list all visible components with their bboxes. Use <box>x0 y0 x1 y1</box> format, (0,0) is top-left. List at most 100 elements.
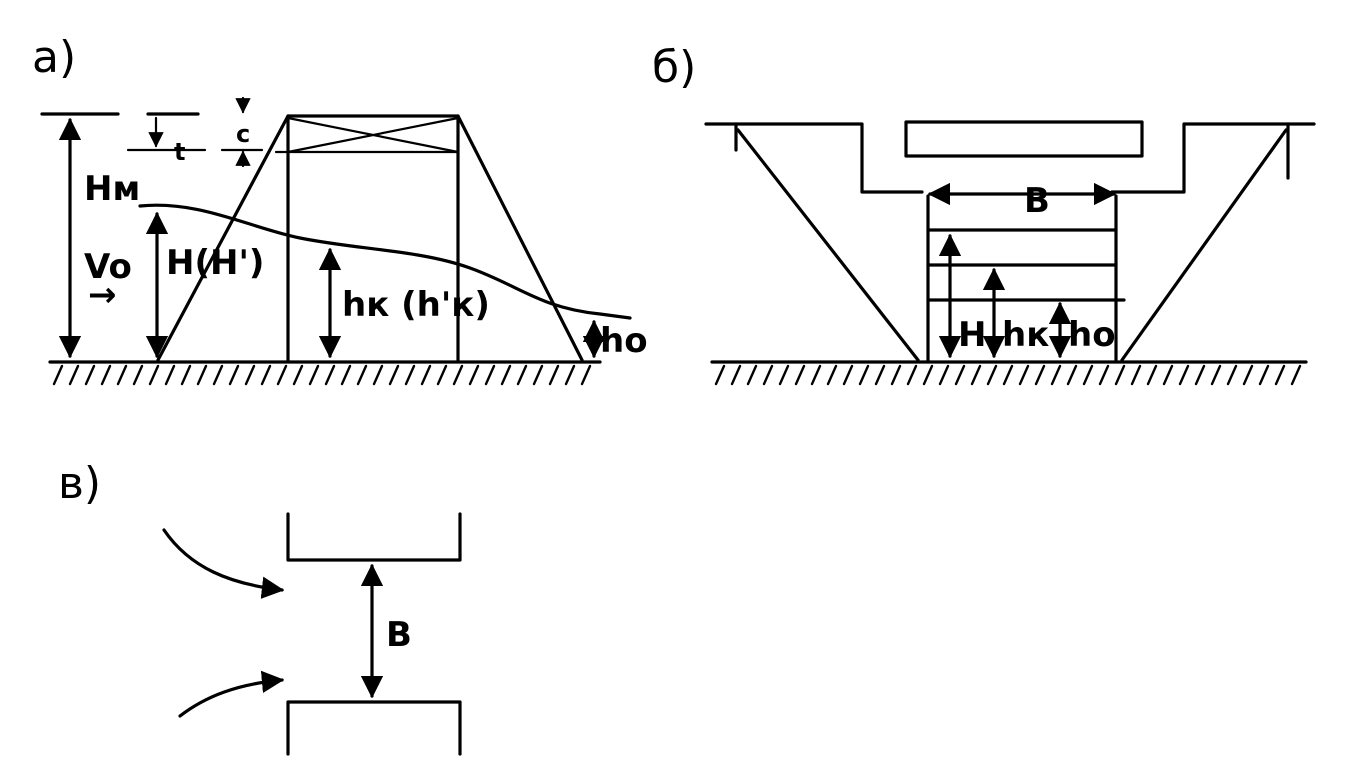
hatch-mark <box>842 364 854 386</box>
panel-c-flow-arrow-lower <box>178 670 285 718</box>
hatch-mark <box>762 364 774 386</box>
hatch-mark <box>922 364 934 386</box>
hatch-mark <box>516 364 528 386</box>
panel-a-t-label: t <box>174 138 185 166</box>
hatch-mark <box>1130 364 1142 386</box>
hatch-mark <box>532 364 544 386</box>
hatch-mark <box>986 364 998 386</box>
hatch-mark <box>564 364 576 386</box>
panel-a: a) Hм Vo → t c <box>32 32 648 386</box>
hatch-mark <box>874 364 886 386</box>
hatch-mark <box>810 364 822 386</box>
hatch-mark <box>1194 364 1206 386</box>
hatch-mark <box>1018 364 1030 386</box>
hatch-mark <box>1098 364 1110 386</box>
hatch-mark <box>388 364 400 386</box>
hatch-mark <box>794 364 806 386</box>
hatch-mark <box>164 364 176 386</box>
hatch-mark <box>100 364 112 386</box>
panel-b-b-label: B <box>1024 181 1050 221</box>
hatch-mark <box>292 364 304 386</box>
panel-a-ground-hatching <box>52 364 592 386</box>
hatch-mark <box>356 364 368 386</box>
hatch-mark <box>228 364 240 386</box>
panel-b-left-slope <box>736 128 920 362</box>
hatch-mark <box>276 364 288 386</box>
panel-c-flow-arrow-upper <box>162 528 285 599</box>
hatch-mark <box>1274 364 1286 386</box>
panel-c-lower-abutment <box>286 700 462 756</box>
panel-c-upper-abutment <box>286 512 462 562</box>
panel-b: б) B H hк ho <box>652 42 1316 386</box>
hatch-mark <box>778 364 790 386</box>
panel-c-b-label: B <box>386 615 412 655</box>
hatch-mark <box>452 364 464 386</box>
hatch-mark <box>1210 364 1222 386</box>
hatch-mark <box>196 364 208 386</box>
hatch-mark <box>1242 364 1254 386</box>
hatch-mark <box>116 364 128 386</box>
panel-a-flow-arrow: → <box>88 275 117 315</box>
hatch-mark <box>858 364 870 386</box>
hatch-mark <box>340 364 352 386</box>
hatch-mark <box>1114 364 1126 386</box>
panel-a-water-surface-curve <box>138 203 632 320</box>
hatch-mark <box>714 364 726 386</box>
panel-a-embankment-outline <box>156 114 584 362</box>
panel-a-c-label: c <box>236 120 250 148</box>
hatch-mark <box>484 364 496 386</box>
hatch-mark <box>84 364 96 386</box>
hatch-mark <box>906 364 918 386</box>
hatch-mark <box>1258 364 1270 386</box>
hatch-mark <box>1082 364 1094 386</box>
hatch-mark <box>1290 364 1302 386</box>
hatch-mark <box>260 364 272 386</box>
hatch-mark <box>826 364 838 386</box>
hatch-mark <box>372 364 384 386</box>
panel-c: в) B <box>58 458 462 756</box>
panel-a-truss-diagonal-2 <box>286 116 460 154</box>
hatch-mark <box>890 364 902 386</box>
panel-b-ground-hatching <box>714 364 1302 386</box>
hatch-mark <box>548 364 560 386</box>
hatch-mark <box>148 364 160 386</box>
hatch-mark <box>1146 364 1158 386</box>
hatch-mark <box>132 364 144 386</box>
hatch-mark <box>1226 364 1238 386</box>
hatch-mark <box>212 364 224 386</box>
hatch-mark <box>180 364 192 386</box>
hatch-mark <box>1050 364 1062 386</box>
hatch-mark <box>404 364 416 386</box>
hatch-mark <box>1034 364 1046 386</box>
panel-a-hm-label: Hм <box>84 169 140 209</box>
panel-b-hk-label: hк <box>1002 315 1049 355</box>
hatch-mark <box>1002 364 1014 386</box>
hatch-mark <box>436 364 448 386</box>
hatch-mark <box>938 364 950 386</box>
panel-b-left-bank-outline <box>704 122 924 194</box>
hatch-mark <box>580 364 592 386</box>
hatch-mark <box>730 364 742 386</box>
panel-b-h-label: H <box>958 315 986 355</box>
panel-a-v0-label: Vo <box>84 247 132 287</box>
panel-b-bridge-deck <box>904 120 1144 158</box>
hatch-mark <box>324 364 336 386</box>
hatch-mark <box>746 364 758 386</box>
hatch-mark <box>500 364 512 386</box>
panel-a-h0-label: ho <box>600 321 648 361</box>
hatch-mark <box>244 364 256 386</box>
panel-a-label: a) <box>32 32 76 83</box>
hatch-mark <box>1066 364 1078 386</box>
panel-a-hk-label: hк (h'к) <box>342 285 490 325</box>
hatch-mark <box>52 364 64 386</box>
hatch-mark <box>1162 364 1174 386</box>
hatch-mark <box>420 364 432 386</box>
panel-c-label: в) <box>58 458 101 509</box>
panel-b-right-slope <box>1120 128 1288 362</box>
hatch-mark <box>308 364 320 386</box>
panel-b-label: б) <box>652 42 696 93</box>
hatch-mark <box>468 364 480 386</box>
hatch-mark <box>1178 364 1190 386</box>
hatch-mark <box>68 364 80 386</box>
